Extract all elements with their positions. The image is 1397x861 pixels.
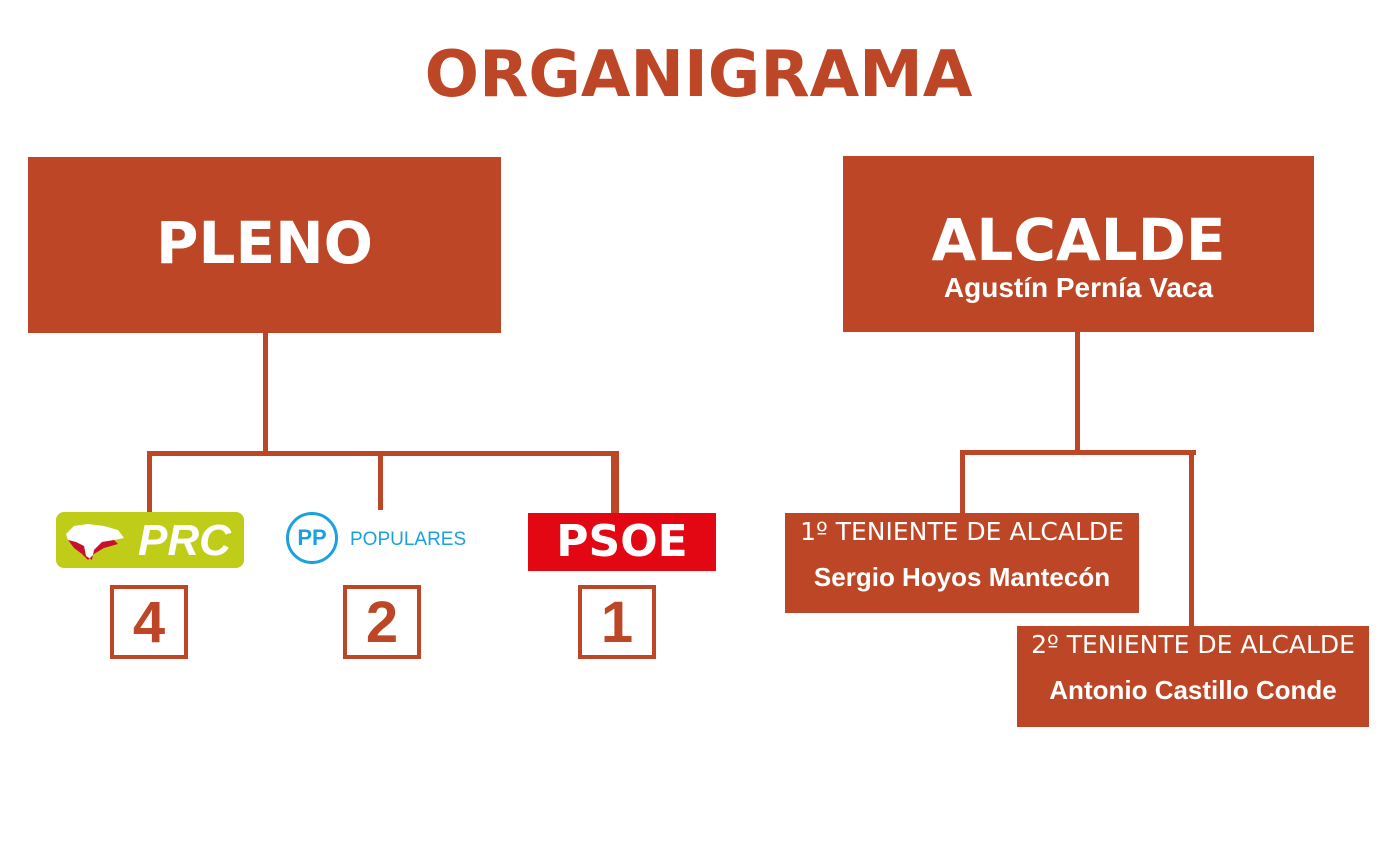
pp-seats: 2 — [343, 585, 421, 659]
connector — [1189, 450, 1194, 626]
alcalde-box: ALCALDE Agustín Pernía Vaca — [843, 156, 1314, 332]
pp-text: POPULARES — [350, 529, 467, 550]
connector — [960, 450, 1196, 455]
alcalde-label: ALCALDE — [931, 206, 1226, 274]
pleno-label: PLENO — [156, 209, 373, 277]
teniente-1-role: 1º TENIENTE DE ALCALDE — [800, 517, 1124, 546]
teniente-2-role: 2º TENIENTE DE ALCALDE — [1031, 630, 1355, 659]
pleno-box: PLENO — [28, 157, 501, 333]
pp-mark: PP — [286, 512, 338, 564]
connector — [378, 451, 383, 510]
connector — [263, 333, 268, 455]
connector — [147, 451, 152, 513]
teniente-2-name: Antonio Castillo Conde — [1049, 675, 1337, 705]
prc-text: PRC — [138, 516, 231, 565]
connector — [960, 450, 965, 513]
teniente-1-name: Sergio Hoyos Mantecón — [813, 562, 1111, 592]
connector — [1075, 332, 1080, 454]
prc-logo: PRC — [56, 512, 244, 568]
cantabria-map-icon — [66, 524, 124, 560]
psoe-logo: PSOE — [528, 513, 716, 571]
connector — [611, 451, 619, 513]
teniente-1-box: 1º TENIENTE DE ALCALDE Sergio Hoyos Mant… — [785, 513, 1139, 613]
teniente-2-box: 2º TENIENTE DE ALCALDE Antonio Castillo … — [1017, 626, 1369, 727]
pp-logo: PP POPULARES — [286, 512, 478, 568]
page-title: ORGANIGRAMA — [424, 38, 973, 112]
prc-seats: 4 — [110, 585, 188, 659]
psoe-seats: 1 — [578, 585, 656, 659]
alcalde-name: Agustín Pernía Vaca — [943, 272, 1214, 303]
connector — [147, 451, 619, 456]
